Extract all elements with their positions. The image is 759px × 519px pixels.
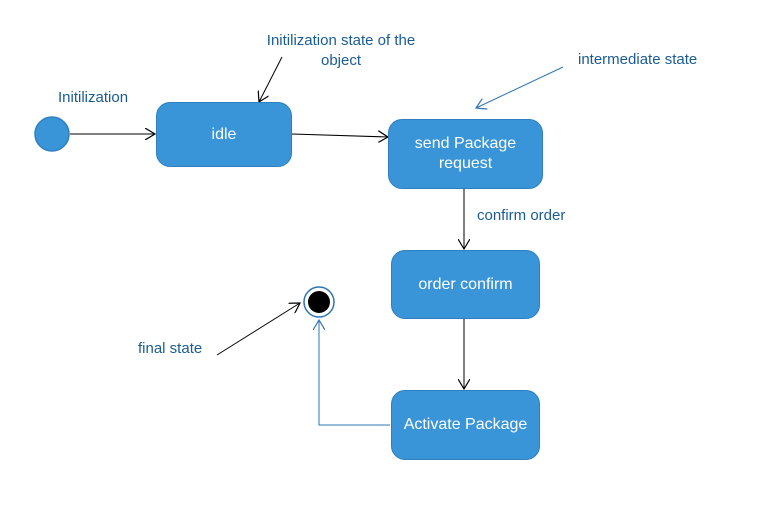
transition-idle-to-send-package (291, 134, 388, 137)
annotation-intermediate-state: intermediate state (578, 51, 698, 68)
annotation-initialization: Initilization (58, 89, 129, 106)
state-activate-package-label: Activate Package (403, 416, 528, 433)
state-send-package-request: send Package request (388, 119, 543, 189)
state-send-package-label: send Package request (414, 135, 517, 172)
state-idle-label: idle (211, 125, 237, 143)
initial-node (34, 116, 70, 152)
state-order-confirm: order confirm (391, 250, 540, 319)
state-order-confirm-label: order confirm (418, 275, 513, 293)
state-idle: idle (156, 102, 292, 167)
state-activate-package: Activate Package (391, 390, 540, 460)
final-node-core (308, 291, 330, 313)
annotation-initialization-state: Initilization state of the object (266, 32, 416, 69)
annotation-confirm-order: confirm order (477, 207, 566, 224)
transition-activate-package-to-final (319, 320, 390, 426)
pointer-final-state (216, 303, 300, 356)
annotation-final-state: final state (138, 340, 203, 357)
pointer-initialization-state (259, 56, 283, 102)
pointer-intermediate-state (476, 66, 564, 108)
